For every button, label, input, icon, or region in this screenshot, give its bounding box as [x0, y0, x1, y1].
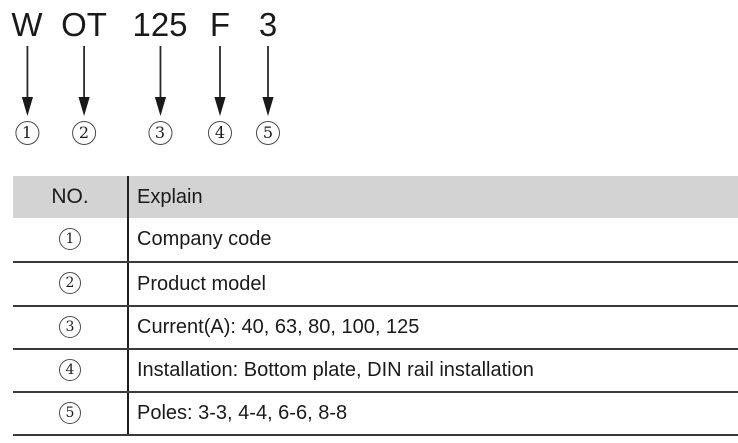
row-cell-explain: Current(A): 40, 63, 80, 100, 125	[127, 307, 738, 348]
code-segment-label: 3	[258, 6, 278, 43]
row-cell-explain: Installation: Bottom plate, DIN rail ins…	[127, 350, 738, 391]
circled-number: 2	[71, 121, 96, 145]
row-cell-no: 5	[13, 393, 127, 434]
code-segment-5: 3 5	[256, 8, 280, 145]
code-segment-1: W 1	[11, 6, 43, 145]
down-arrow-icon	[21, 46, 33, 116]
table-row: 4 Installation: Bottom plate, DIN rail i…	[13, 350, 738, 393]
table-header-row: NO. Explain	[13, 176, 738, 218]
down-arrow-icon	[262, 46, 274, 116]
table-row: 3 Current(A): 40, 63, 80, 100, 125	[13, 307, 738, 350]
header-no-label: NO.	[51, 185, 89, 208]
code-segment-label: W	[11, 6, 43, 43]
explain-text: Product model	[137, 272, 266, 295]
row-cell-no: 2	[13, 263, 127, 305]
code-segment-2: OT 2	[61, 8, 107, 145]
code-segment-3: 125 3	[132, 6, 188, 145]
explain-text: Current(A): 40, 63, 80, 100, 125	[137, 316, 420, 338]
down-arrow-icon	[214, 46, 226, 116]
circled-number: 1	[15, 121, 39, 145]
code-segment-label: F	[209, 6, 231, 43]
header-cell-explain: Explain	[127, 176, 738, 218]
explain-text: Installation: Bottom plate, DIN rail ins…	[137, 359, 534, 381]
row-cell-explain: Company code	[127, 218, 738, 261]
code-segment-label: OT	[61, 6, 107, 43]
explain-text: Poles: 3-3, 4-4, 6-6, 8-8	[137, 402, 348, 424]
row-cell-no: 4	[13, 350, 127, 391]
header-explain-label: Explain	[137, 185, 203, 208]
explain-table: NO. Explain 1 Company code 2 Product mod…	[13, 176, 738, 436]
explain-text: Company code	[137, 228, 272, 250]
circled-number: 1	[59, 227, 81, 250]
circled-number: 4	[208, 121, 232, 145]
row-cell-explain: Poles: 3-3, 4-4, 6-6, 8-8	[127, 393, 738, 434]
row-cell-no: 3	[13, 307, 127, 348]
header-cell-no: NO.	[13, 176, 127, 218]
table-row: 5 Poles: 3-3, 4-4, 6-6, 8-8	[13, 393, 738, 436]
row-cell-explain: Product model	[127, 263, 738, 305]
down-arrow-icon	[78, 46, 90, 116]
table-row: 1 Company code	[13, 218, 738, 263]
table-row: 2 Product model	[13, 263, 738, 307]
code-segment-label: 125	[132, 6, 188, 43]
circled-number: 4	[59, 358, 81, 381]
circled-number: 5	[256, 121, 280, 145]
circled-number: 5	[59, 401, 81, 424]
row-cell-no: 1	[13, 218, 127, 261]
circled-number: 3	[148, 121, 172, 145]
circled-number: 3	[59, 315, 81, 338]
circled-number: 2	[59, 272, 81, 294]
code-segment-4: F 4	[208, 8, 232, 145]
down-arrow-icon	[154, 46, 166, 116]
